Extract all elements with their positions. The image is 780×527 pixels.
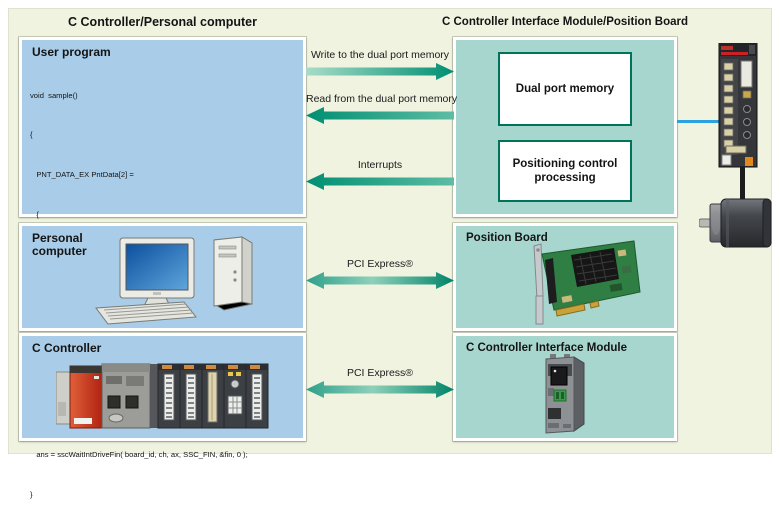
pci-express-label-1: PCI Express®	[346, 258, 414, 270]
left-arrow-icon	[306, 107, 454, 124]
user-program-title: User program	[32, 45, 111, 59]
user-program-box: User program void sample() { PNT_DATA_EX…	[19, 37, 306, 499]
read-arrow-label: Read from the dual port memory	[306, 93, 458, 105]
desktop-pc-icon	[95, 236, 253, 325]
interface-functions-box: Dual port memory Positioning control pro…	[453, 37, 677, 217]
left-column-header: C Controller/Personal computer	[68, 15, 257, 29]
positioning-control-block: Positioning control processing	[498, 140, 632, 202]
plc-rack-icon	[56, 363, 269, 429]
c-controller-title: C Controller	[32, 341, 102, 355]
read-arrow-group: Read from the dual port memory	[306, 93, 458, 129]
personal-computer-box: Personal computer	[19, 223, 306, 331]
double-arrow-icon	[306, 381, 454, 398]
left-arrow-icon	[306, 173, 454, 190]
right-column-header: C Controller Interface Module/Position B…	[442, 16, 688, 28]
interface-module-box: C Controller Interface Module	[453, 333, 677, 441]
pci-express-label-2: PCI Express®	[346, 367, 414, 379]
position-board-box: Position Board	[453, 223, 677, 331]
interrupts-arrow-group: Interrupts	[306, 159, 454, 195]
personal-computer-title: Personal computer	[32, 231, 87, 258]
write-arrow-group: Write to the dual port memory	[306, 49, 454, 85]
connection-line	[677, 120, 721, 123]
right-arrow-icon	[306, 63, 454, 80]
servo-motor-icon	[699, 198, 772, 248]
write-arrow-label: Write to the dual port memory	[310, 49, 450, 61]
pci-express-arrow-group-2: PCI Express®	[306, 367, 454, 403]
servo-amplifier-icon	[718, 43, 758, 168]
interface-module-title: C Controller Interface Module	[466, 342, 628, 354]
diagram-panel: C Controller/Personal computer C Control…	[8, 8, 772, 499]
power-cable	[740, 167, 745, 203]
position-board-title: Position Board	[466, 232, 548, 244]
double-arrow-icon	[306, 272, 454, 289]
c-controller-box: C Controller	[19, 333, 306, 441]
dual-port-memory-block: Dual port memory	[498, 52, 632, 126]
pci-express-arrow-group-1: PCI Express®	[306, 258, 454, 294]
interface-module-icon	[545, 354, 585, 434]
interrupts-arrow-label: Interrupts	[357, 159, 403, 171]
pci-card-icon	[533, 240, 641, 325]
